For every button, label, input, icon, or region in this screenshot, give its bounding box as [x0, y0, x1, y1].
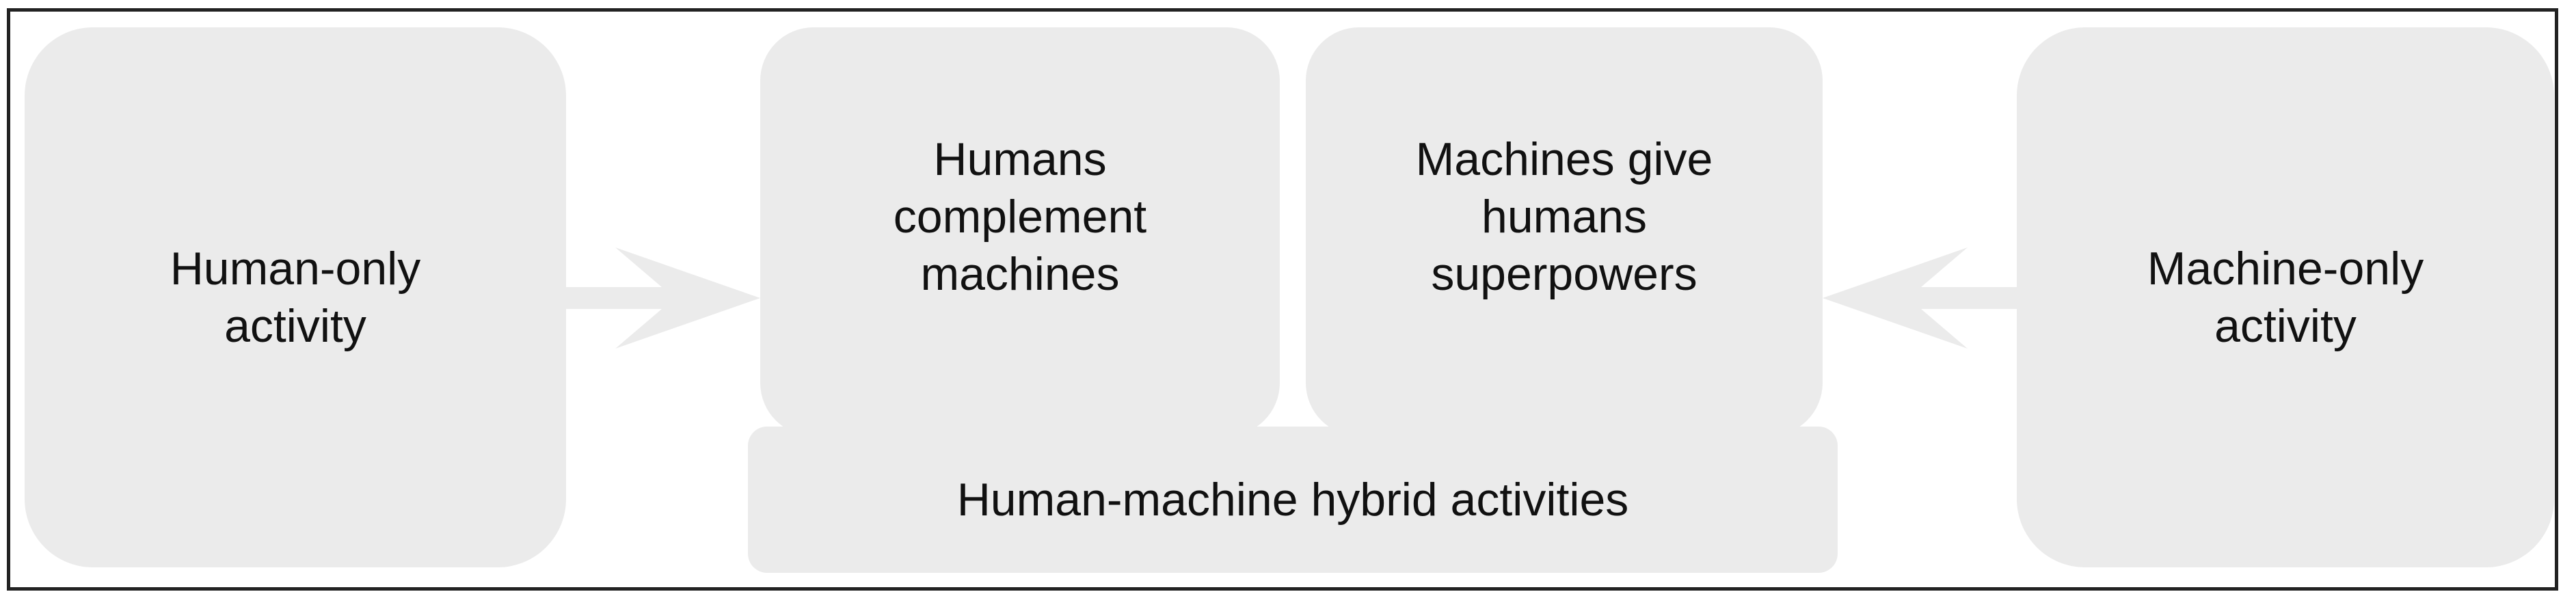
humans-complement-machines-box: Humans complement machines: [760, 27, 1280, 436]
human-only-activity-box: Human-only activity: [25, 27, 566, 567]
machine-only-activity-box: Machine-only activity: [2017, 27, 2554, 567]
machines-give-superpowers-box: Machines give humans superpowers: [1306, 27, 1823, 436]
hybrid-activities-box: Human-machine hybrid activities: [748, 427, 1838, 573]
